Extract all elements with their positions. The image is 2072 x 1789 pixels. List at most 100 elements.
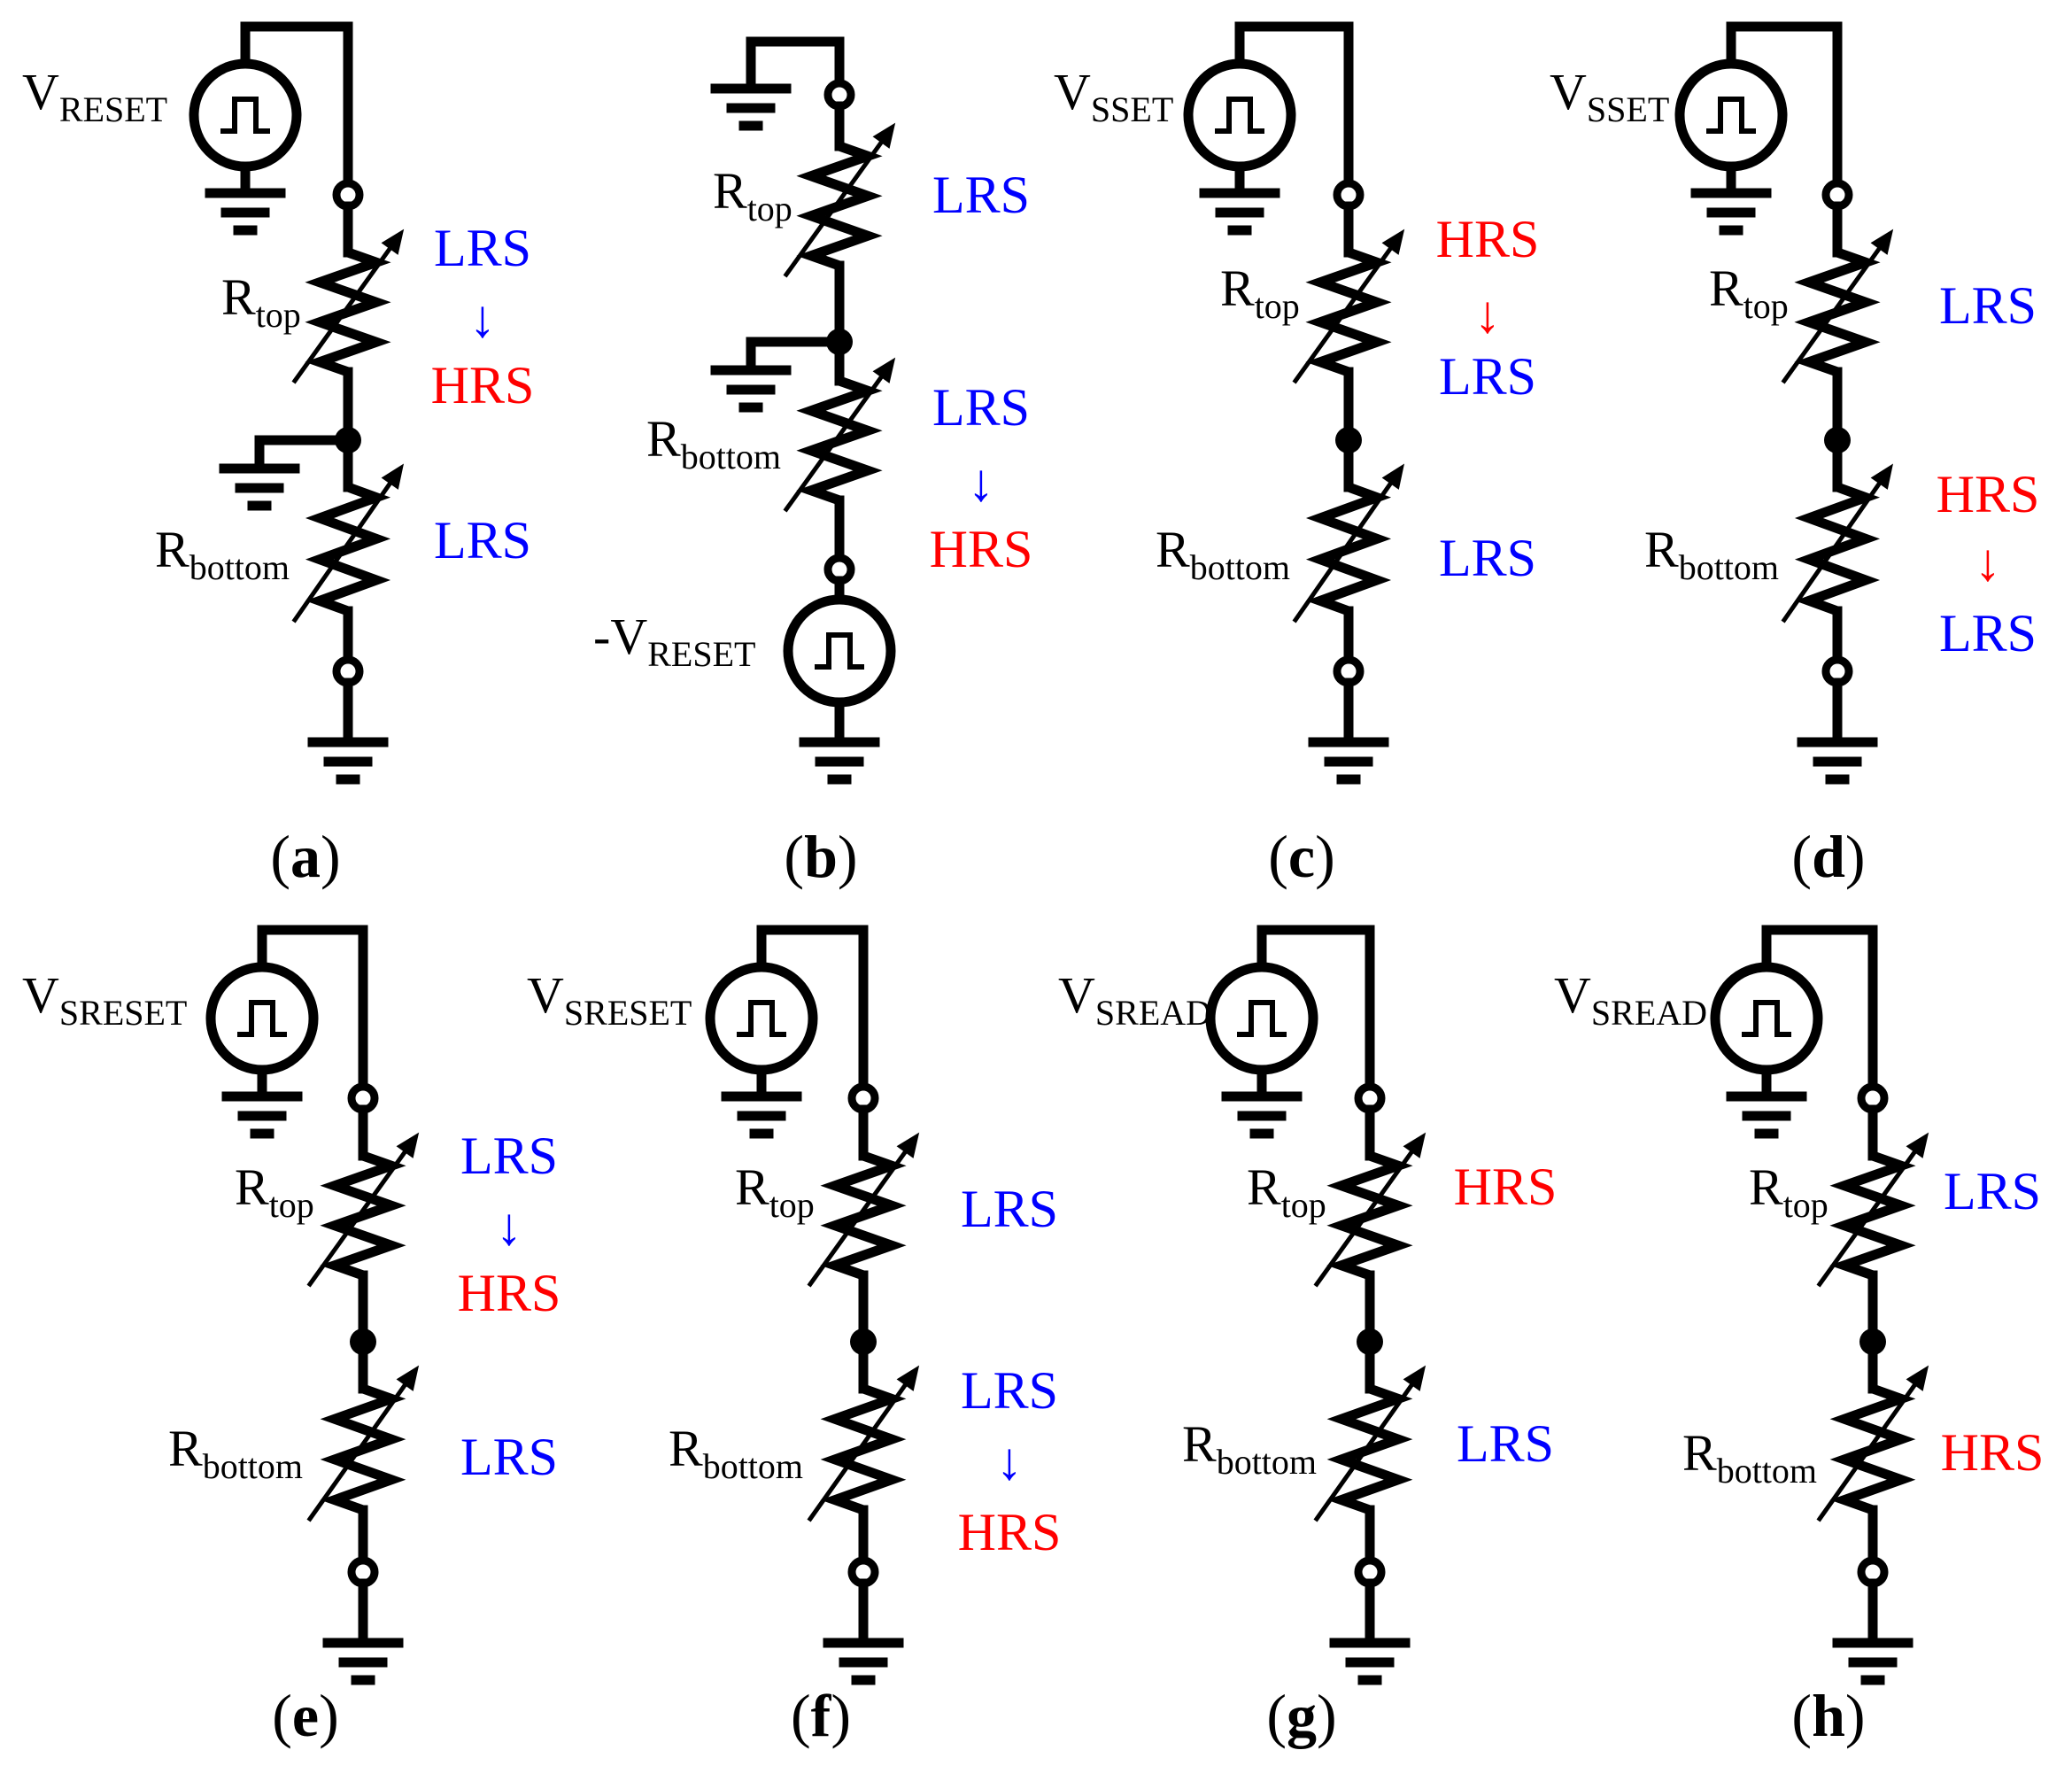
state-label: HRS bbox=[930, 520, 1033, 578]
state-label: HRS bbox=[1941, 1423, 2045, 1482]
variable-arrow-head bbox=[381, 228, 405, 255]
ground-wire bbox=[746, 36, 845, 89]
variable-arrow-head bbox=[1403, 1132, 1426, 1158]
ground-symbol bbox=[1221, 1091, 1303, 1139]
source-wire bbox=[240, 21, 353, 183]
bottom-state: HRS↓LRS bbox=[1937, 465, 2040, 662]
resistor-bottom bbox=[1781, 463, 1894, 623]
state-label: HRS bbox=[458, 1264, 561, 1322]
source-label: -VRESET bbox=[593, 608, 755, 674]
resistor-bottom bbox=[783, 357, 896, 513]
variable-arrow-head bbox=[1870, 463, 1894, 490]
top-state: LRS bbox=[1944, 1162, 2041, 1220]
bottom-state: LRS bbox=[460, 1428, 558, 1486]
bottom-state: LRS bbox=[1439, 529, 1536, 587]
transition-arrow: ↓ bbox=[968, 453, 994, 512]
ground-symbol bbox=[823, 1638, 904, 1685]
top-state: HRS bbox=[1454, 1158, 1558, 1216]
state-label: HRS bbox=[1436, 210, 1540, 268]
variable-arrow-shaft bbox=[306, 1139, 415, 1288]
junction-dot bbox=[850, 1328, 877, 1355]
resistor-bottom bbox=[807, 1365, 920, 1522]
state-label: LRS bbox=[460, 1428, 558, 1486]
resistor-zigzag bbox=[320, 1150, 406, 1281]
resistor-bottom-label: Rbottom bbox=[1182, 1415, 1317, 1482]
resistor-top-label: Rtop bbox=[735, 1158, 815, 1225]
resistor-top-label: Rtop bbox=[1247, 1158, 1326, 1225]
source-wire bbox=[1761, 925, 1878, 1087]
resistor-top-label: Rtop bbox=[1749, 1158, 1828, 1225]
panel-caption: (c) bbox=[1268, 823, 1335, 890]
resistor-top bbox=[783, 122, 896, 278]
source-label: VSREAD bbox=[1554, 966, 1707, 1033]
state-label: LRS bbox=[1439, 347, 1536, 406]
variable-arrow-head bbox=[1403, 1365, 1426, 1391]
variable-arrow-shaft bbox=[783, 364, 892, 513]
panel-caption: (g) bbox=[1266, 1682, 1336, 1749]
resistor-zigzag bbox=[1305, 247, 1392, 377]
variable-arrow-shaft bbox=[783, 129, 892, 278]
source-label: VSSET bbox=[1054, 63, 1173, 129]
variable-arrow-shaft bbox=[1816, 1372, 1925, 1522]
variable-arrow-shaft bbox=[1816, 1139, 1925, 1288]
resistor-top bbox=[1292, 228, 1405, 384]
resistor-zigzag bbox=[796, 141, 883, 271]
source-wire bbox=[257, 925, 368, 1087]
panel-caption: (e) bbox=[272, 1682, 339, 1749]
state-label: LRS bbox=[932, 378, 1030, 437]
state-label: LRS bbox=[1939, 276, 2037, 335]
resistor-bottom bbox=[306, 1365, 420, 1522]
variable-arrow-shaft bbox=[306, 1372, 415, 1522]
panel-caption: (a) bbox=[270, 823, 340, 890]
top-state: LRS↓HRS bbox=[431, 219, 535, 414]
state-label: LRS bbox=[1939, 604, 2037, 662]
resistor-bottom-label: Rbottom bbox=[1156, 521, 1290, 587]
pulse-source bbox=[1710, 962, 1823, 1075]
source-label: VSSET bbox=[1550, 63, 1669, 129]
top-state: HRS↓LRS bbox=[1436, 210, 1540, 406]
state-label: HRS bbox=[431, 356, 535, 414]
panel-caption: (b) bbox=[784, 823, 857, 890]
source-label: VSRESET bbox=[22, 966, 187, 1033]
source-wire bbox=[756, 925, 869, 1087]
pulse-source bbox=[189, 58, 302, 172]
pulse-source bbox=[705, 962, 818, 1075]
variable-arrow-shaft bbox=[1313, 1372, 1422, 1522]
variable-arrow-shaft bbox=[1292, 470, 1401, 623]
state-label: HRS bbox=[958, 1503, 1062, 1561]
pulse-source bbox=[783, 594, 896, 708]
resistor-zigzag bbox=[305, 482, 391, 616]
source-wire bbox=[1234, 21, 1354, 183]
ground-symbol bbox=[710, 83, 792, 131]
variable-arrow-head bbox=[396, 1365, 420, 1391]
resistor-zigzag bbox=[820, 1150, 907, 1281]
junction-dot bbox=[1859, 1328, 1886, 1355]
source-label: VSREAD bbox=[1058, 966, 1211, 1033]
ground-symbol bbox=[205, 188, 286, 236]
junction-dot bbox=[1357, 1328, 1383, 1355]
variable-arrow-shaft bbox=[807, 1372, 916, 1522]
ground-symbol bbox=[1329, 1638, 1411, 1685]
variable-arrow-head bbox=[1381, 228, 1405, 255]
variable-arrow-head bbox=[1381, 463, 1405, 490]
top-state: LRS bbox=[961, 1180, 1058, 1238]
resistor-bottom bbox=[291, 463, 405, 623]
bottom-state: LRS ↓ HRS bbox=[930, 378, 1033, 578]
source-wire bbox=[1256, 925, 1375, 1087]
ground-symbol bbox=[799, 737, 880, 785]
ground-symbol bbox=[1308, 737, 1389, 785]
pulse-icon bbox=[1742, 1000, 1791, 1037]
top-state: LRS bbox=[1939, 276, 2037, 335]
resistor-top-label: Rtop bbox=[1220, 259, 1300, 326]
variable-arrow-head bbox=[1906, 1132, 1929, 1158]
variable-arrow-head bbox=[1870, 228, 1894, 255]
state-label: LRS bbox=[961, 1180, 1058, 1238]
resistor-zigzag bbox=[1829, 1383, 1916, 1515]
bottom-state: LRS bbox=[1457, 1414, 1554, 1473]
variable-arrow-head bbox=[381, 463, 405, 490]
state-label: LRS bbox=[1944, 1162, 2041, 1220]
resistor-top-label: Rtop bbox=[1709, 259, 1789, 326]
state-label: HRS bbox=[1937, 465, 2040, 523]
ground-symbol bbox=[710, 365, 792, 413]
